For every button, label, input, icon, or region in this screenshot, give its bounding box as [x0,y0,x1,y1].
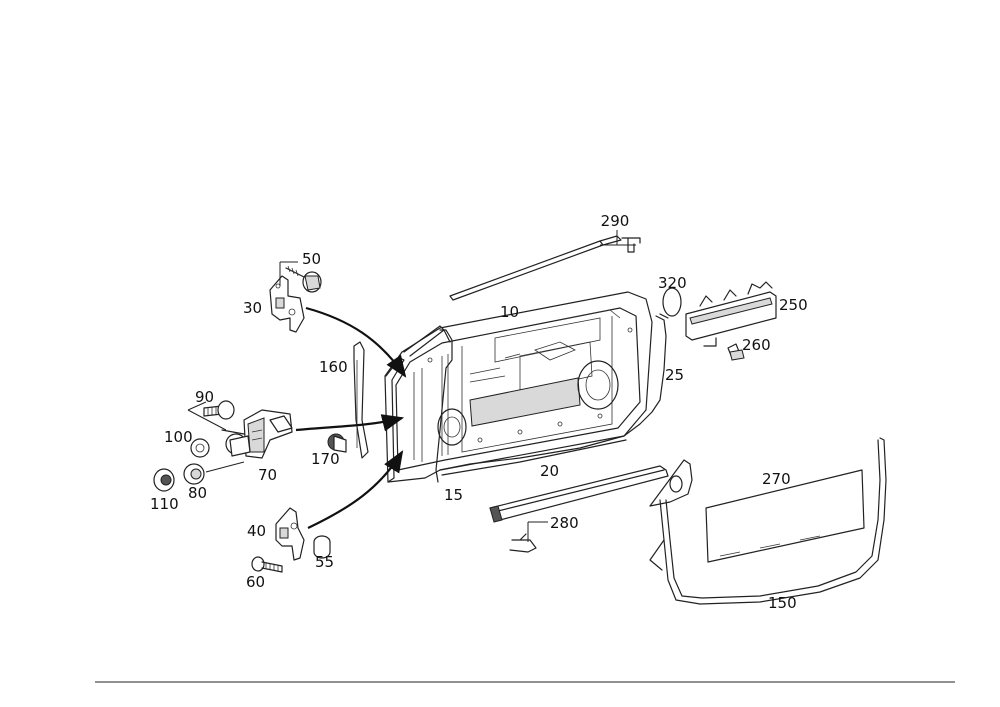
label-320: 320 [658,274,687,292]
assembly-arrows [295,306,407,529]
part-110-cap-nut [153,468,175,492]
label-90: 90 [195,388,214,406]
label-70: 70 [258,466,277,484]
part-30-upper-hinge [269,275,305,333]
part-60-screw [251,556,283,573]
part-250-door-handle [685,281,777,347]
label-160: 160 [319,358,348,376]
part-50-bolt [279,261,322,293]
label-40: 40 [247,522,266,540]
part-150-outer-seal [649,437,887,605]
part-40-lower-hinge [275,507,305,561]
label-20: 20 [540,462,559,480]
part-70-door-check [243,409,293,459]
label-260: 260 [742,336,771,354]
label-280: 280 [550,514,579,532]
label-80: 80 [188,484,207,502]
label-25: 25 [665,366,684,384]
part-labels: 290 10 320 250 260 25 50 30 160 90 100 1… [150,212,808,612]
part-20-bottom-seal [439,435,627,476]
part-25-rear-seal [623,313,669,437]
label-15: 15 [444,486,463,504]
label-30: 30 [243,299,262,317]
part-55-bushing [313,535,331,559]
part-280-sill-trim [489,465,669,553]
label-10: 10 [500,303,519,321]
label-270: 270 [762,470,791,488]
part-260-clip [727,343,745,361]
label-250: 250 [779,296,808,314]
label-110: 110 [150,495,179,513]
label-60: 60 [246,573,265,591]
label-170: 170 [311,450,340,468]
label-290: 290 [601,212,630,230]
part-320-grommet [662,287,682,317]
label-100: 100 [164,428,193,446]
label-55: 55 [315,553,334,571]
part-290-window-strip [449,230,641,301]
label-150: 150 [768,594,797,612]
mirror-triangle-trim [649,459,693,507]
part-170-bump-stop [327,433,347,453]
part-15-door-seal [435,329,453,483]
part-100-nut [190,433,251,458]
label-50: 50 [302,250,321,268]
part-80-nut [183,461,245,485]
part-160-front-strip [353,341,369,459]
part-90-bolts [187,400,245,435]
part-270-water-shield [705,469,865,563]
